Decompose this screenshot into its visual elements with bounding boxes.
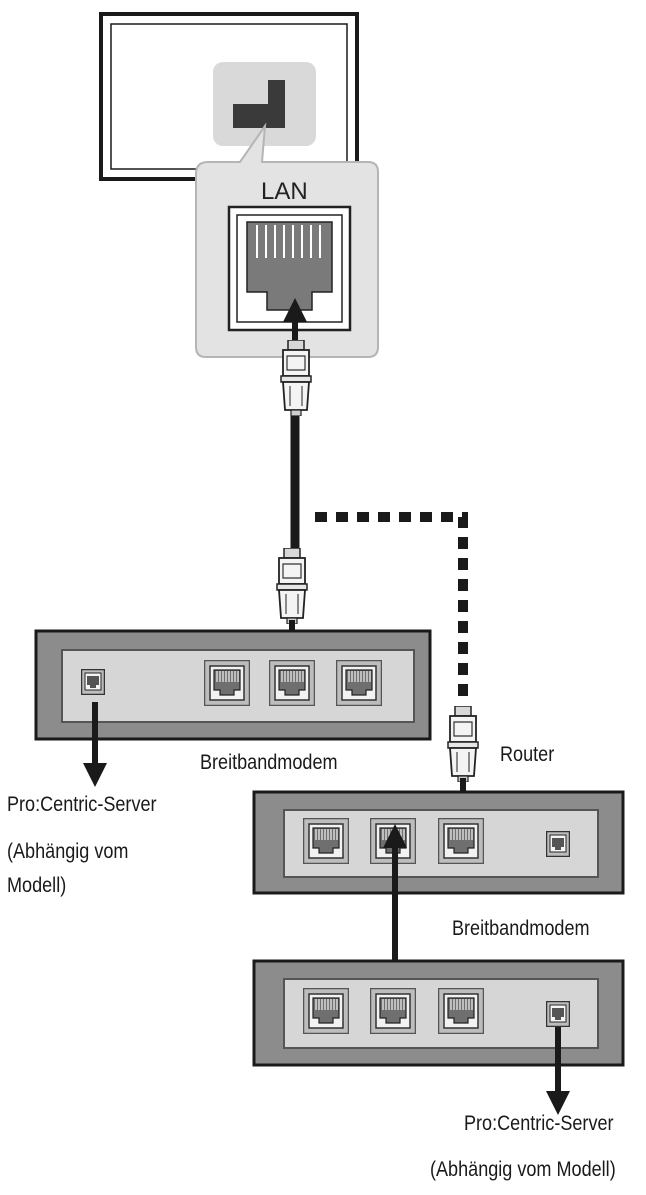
dotted-cable-router — [315, 512, 468, 705]
server-right-line2: (Abhängig vom Modell) — [430, 1158, 616, 1181]
router-label: Router — [500, 743, 555, 766]
modem-bottom-device — [252, 959, 625, 1067]
server-left-line1: Pro:Centric-Server — [7, 793, 157, 816]
router-device — [252, 790, 625, 895]
tv-lan-port-icon — [233, 80, 285, 128]
server-right-line1: Pro:Centric-Server — [464, 1112, 614, 1135]
server-left-line3: Modell) — [7, 874, 67, 897]
modem-bottom-label: Breitbandmodem — [452, 917, 590, 940]
modem-top-device — [34, 629, 432, 741]
rj45-plug-icon — [447, 706, 479, 782]
modem-top-label: Breitbandmodem — [200, 751, 338, 774]
lan-port-icon — [227, 205, 352, 332]
lan-port-label: LAN — [261, 178, 308, 205]
rj45-plug-icon — [280, 340, 312, 416]
tv-screen — [99, 12, 359, 181]
server-left-line2: (Abhängig vom — [7, 840, 129, 863]
cable-tv-to-modem — [276, 298, 312, 684]
rj45-plug-icon — [276, 548, 308, 624]
